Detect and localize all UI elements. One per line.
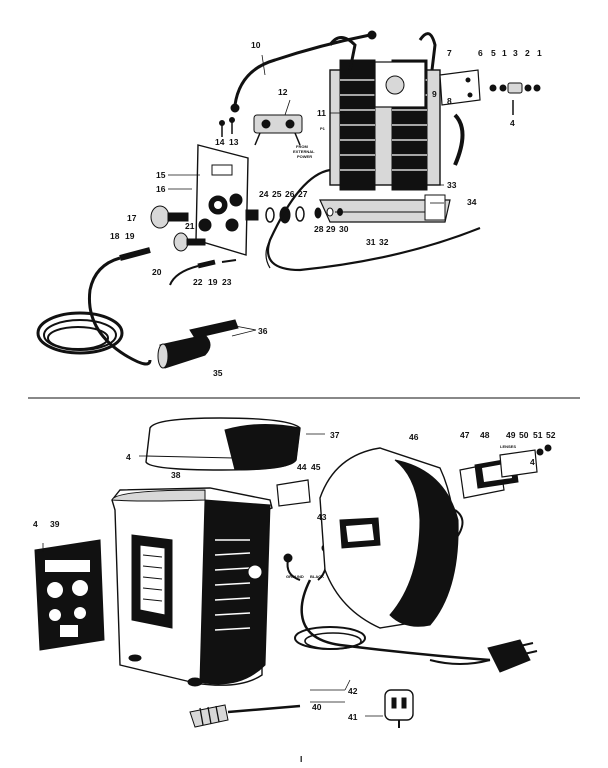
part-label: 45 bbox=[311, 462, 321, 472]
part-label: 4 bbox=[33, 519, 38, 529]
part-label: 4 bbox=[530, 457, 535, 467]
electrode-cable bbox=[36, 247, 152, 366]
knob-21 bbox=[173, 232, 206, 252]
electrode-holder bbox=[157, 319, 239, 369]
ground-tag: GROUND bbox=[286, 574, 304, 579]
part-label: 28 bbox=[314, 224, 324, 234]
transformer bbox=[319, 32, 465, 223]
part-label: 6 bbox=[478, 48, 483, 58]
part-label: 35 bbox=[213, 368, 223, 378]
power-cord bbox=[294, 579, 538, 673]
part-label: 47 bbox=[460, 430, 470, 440]
part-label: 9 bbox=[432, 89, 437, 99]
part-label: 22 bbox=[193, 277, 203, 287]
cable-10 bbox=[233, 33, 371, 106]
part-label: 41 bbox=[348, 712, 358, 722]
part-label: 43 bbox=[317, 512, 327, 522]
part-label: 13 bbox=[229, 137, 239, 147]
cabinet-lid bbox=[145, 417, 301, 471]
plate-44 bbox=[276, 479, 311, 507]
part-label: 52 bbox=[546, 430, 556, 440]
part-label: 34 bbox=[467, 197, 477, 207]
p1-note: P1 bbox=[320, 126, 326, 131]
part-label: 4 bbox=[510, 118, 515, 128]
part-label: 48 bbox=[480, 430, 490, 440]
part-label: 38 bbox=[171, 470, 181, 480]
part-label: 4 bbox=[126, 452, 131, 462]
page-number: I bbox=[300, 754, 302, 764]
wire-brush-40 bbox=[189, 704, 301, 728]
front-panel bbox=[195, 144, 249, 256]
from-note-1: FROM bbox=[296, 144, 308, 149]
part-label: 19 bbox=[125, 231, 135, 241]
part-label: 17 bbox=[127, 213, 137, 223]
part-label: 15 bbox=[156, 170, 166, 180]
part-label: 42 bbox=[348, 686, 358, 696]
part-label: 27 bbox=[298, 189, 308, 199]
part-label: 40 bbox=[312, 702, 322, 712]
from-note-3: POWER bbox=[297, 154, 312, 159]
part-label: 25 bbox=[272, 189, 282, 199]
part-label: 16 bbox=[156, 184, 166, 194]
part-label: 18 bbox=[110, 231, 120, 241]
ground-cable bbox=[169, 259, 237, 286]
part-label: 32 bbox=[379, 237, 389, 247]
part-label: 30 bbox=[339, 224, 349, 234]
part-label: 12 bbox=[278, 87, 288, 97]
from-note-2: EXTERNAL bbox=[293, 149, 315, 154]
part-label: 24 bbox=[259, 189, 269, 199]
part-label: 50 bbox=[519, 430, 529, 440]
lenses-tag: LENSES bbox=[500, 444, 516, 449]
part-label: 19 bbox=[208, 277, 218, 287]
adapter-41 bbox=[384, 689, 414, 728]
part-label: 46 bbox=[409, 432, 419, 442]
part-label: 11 bbox=[317, 108, 326, 118]
part-label: 21 bbox=[185, 221, 195, 231]
part-label: 26 bbox=[285, 189, 295, 199]
welding-helmet bbox=[319, 447, 464, 629]
part-label: 1 bbox=[537, 48, 542, 58]
part-label: 10 bbox=[251, 40, 261, 50]
part-label: 7 bbox=[447, 48, 452, 58]
part-label: 3 bbox=[513, 48, 518, 58]
washer-set bbox=[245, 206, 343, 224]
switch-12 bbox=[253, 114, 303, 146]
black-tag: BLACK bbox=[310, 574, 324, 579]
top-assembly: P1 FROM EXTERNAL POWER 1 2 3 1 5 6 7 4 8… bbox=[36, 30, 542, 378]
knob-17 bbox=[150, 205, 189, 229]
part-label: 39 bbox=[50, 519, 60, 529]
part-label: 5 bbox=[491, 48, 496, 58]
terminal-plate bbox=[439, 69, 541, 115]
part-label: 29 bbox=[326, 224, 336, 234]
part-label: 1 bbox=[502, 48, 507, 58]
part-label: 8 bbox=[447, 96, 452, 106]
part-label: 51 bbox=[533, 430, 543, 440]
part-label: 44 bbox=[297, 462, 307, 472]
part-label: 37 bbox=[330, 430, 340, 440]
part-label: 2 bbox=[525, 48, 530, 58]
lens-stack bbox=[459, 444, 552, 499]
part-label: 20 bbox=[152, 267, 162, 277]
part-label: 36 bbox=[258, 326, 268, 336]
part-label: 14 bbox=[215, 137, 225, 147]
part-label: 33 bbox=[447, 180, 457, 190]
cabinet-38 bbox=[111, 487, 273, 687]
bottom-assembly: GROUND BLACK bbox=[33, 417, 556, 728]
part-label: 23 bbox=[222, 277, 232, 287]
part-label: 31 bbox=[366, 237, 376, 247]
nameplate-39 bbox=[34, 539, 105, 651]
part-label: 49 bbox=[506, 430, 516, 440]
